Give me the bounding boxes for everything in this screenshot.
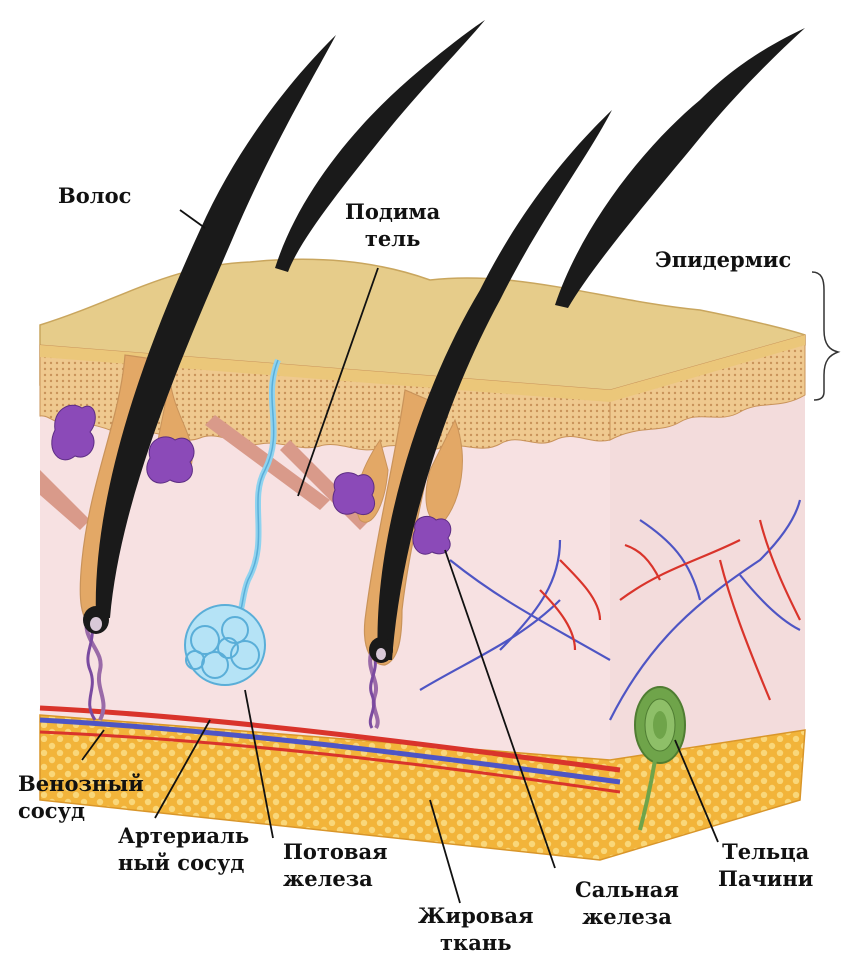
label-sweat-line2: железа <box>283 865 388 892</box>
label-hair: Волос <box>58 182 131 209</box>
label-sebaceous-line2: железа <box>575 903 679 930</box>
label-epidermis-text: Эпидермис <box>655 246 791 273</box>
label-sweat-line1: Потовая <box>283 838 388 865</box>
label-arterial: Артериаль ный сосуд <box>118 822 249 876</box>
label-pacini-line1: Тельца <box>718 838 813 865</box>
label-hair-text: Волос <box>58 182 131 209</box>
label-venous-line2: сосуд <box>18 797 144 824</box>
label-arterial-line1: Артериаль <box>118 822 249 849</box>
label-venous-line1: Венозный <box>18 770 144 797</box>
label-pacini-line2: Пачини <box>718 865 813 892</box>
label-arrector: Подима тель <box>345 198 440 252</box>
label-arterial-line2: ный сосуд <box>118 849 249 876</box>
label-sweat: Потовая железа <box>283 838 388 892</box>
label-fat-line1: Жировая <box>418 902 534 929</box>
epidermis-bracket <box>812 272 838 400</box>
label-epidermis: Эпидермис <box>655 246 791 273</box>
label-fat-line2: ткань <box>418 929 534 956</box>
label-arrector-line2: тель <box>345 225 440 252</box>
label-sebaceous-line1: Сальная <box>575 876 679 903</box>
label-pacini: Тельца Пачини <box>718 838 813 892</box>
label-fat: Жировая ткань <box>418 902 534 956</box>
label-venous: Венозный сосуд <box>18 770 144 824</box>
label-arrector-line1: Подима <box>345 198 440 225</box>
label-sebaceous: Сальная железа <box>575 876 679 930</box>
